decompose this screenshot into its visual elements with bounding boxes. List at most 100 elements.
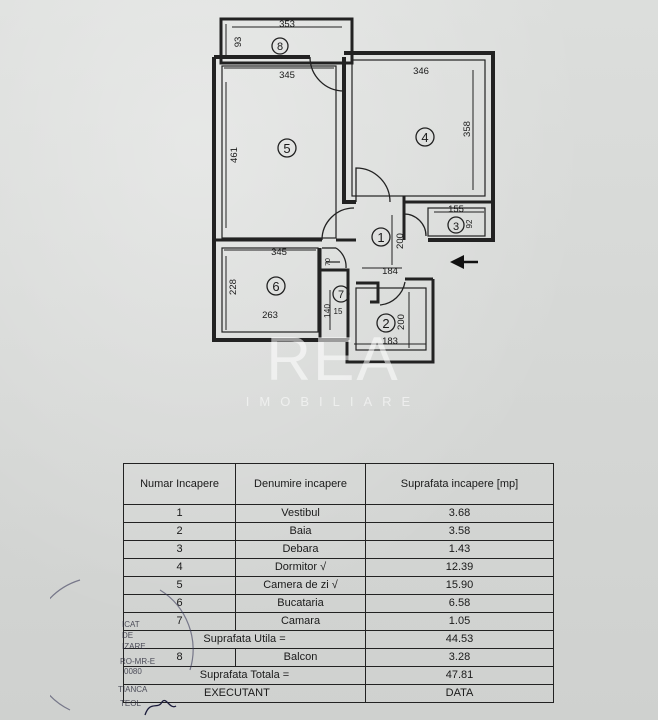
bath-inner [355, 287, 427, 351]
dim-bath-depth: 200 [396, 314, 407, 330]
outer-wall-right [344, 51, 495, 242]
kitchen-inner [221, 247, 319, 333]
useful-area-label: Suprafata Utila = [123, 630, 366, 649]
cell-room-number: 5 [123, 576, 236, 595]
outer-wall-bath [345, 279, 435, 364]
room-marker-6 [266, 276, 286, 296]
dim-closet-small-a: 70 [325, 258, 332, 266]
dim-storage-depth: 92 [465, 219, 474, 228]
room-number-1: 1 [377, 230, 384, 245]
cell-room-number: 2 [123, 522, 236, 541]
total-area-row: Suprafata Totala = 47.81 [123, 666, 554, 685]
cell-room-number: 8 [123, 648, 236, 667]
executant-row: EXECUTANT DATA [123, 684, 554, 703]
dim-storage-width: 155 [448, 204, 464, 215]
cell-room-name: Bucataria [235, 594, 366, 613]
room-marker-7 [332, 285, 350, 303]
useful-area-row: Suprafata Utila = 44.53 [123, 630, 554, 649]
room-number-6: 6 [272, 279, 279, 294]
closet-walls [320, 268, 350, 340]
table-row: 4 Dormitor √ 12.39 [123, 558, 554, 577]
door-arc-kitchen [335, 247, 347, 269]
room-marker-2 [376, 313, 396, 333]
dim-living-width: 345 [279, 70, 295, 81]
date-label: DATA [365, 684, 554, 703]
living-room-inner [221, 65, 337, 239]
cell-room-number: 6 [123, 594, 236, 613]
dim-hall-width: 184 [382, 266, 398, 277]
table-row: 5 Camera de zi √ 15.90 [123, 576, 554, 595]
room-marker-4 [415, 127, 435, 147]
cell-room-name: Debara [235, 540, 366, 559]
total-area-label: Suprafata Totala = [123, 666, 366, 685]
cell-room-area: 1.05 [365, 612, 554, 631]
cell-room-area: 6.58 [365, 594, 554, 613]
room-number-5: 5 [283, 141, 290, 156]
bath-walls [356, 281, 380, 304]
cell-room-area: 3.58 [365, 522, 554, 541]
room-marker-3 [447, 216, 465, 234]
cell-room-name: Camera de zi √ [235, 576, 366, 595]
dim-closet-small-b: 15 [334, 307, 343, 316]
dim-bath-width: 183 [382, 336, 398, 347]
cell-room-area: 3.68 [365, 504, 554, 523]
cell-room-number: 7 [123, 612, 236, 631]
door-arc-living [321, 207, 355, 241]
room-number-3: 3 [453, 221, 459, 233]
total-area-value: 47.81 [365, 666, 554, 685]
cell-room-number: 1 [123, 504, 236, 523]
cell-room-number: 4 [123, 558, 236, 577]
cell-room-number: 3 [123, 540, 236, 559]
executant-label: EXECUTANT [123, 684, 366, 703]
dimension-lines-horizontal [224, 26, 484, 345]
table-row: 6 Bucataria 6.58 [123, 594, 554, 613]
door-arc-balcony [309, 56, 345, 92]
room-number-7: 7 [338, 289, 344, 301]
dimension-lines-vertical [225, 24, 474, 348]
dim-living-depth: 461 [229, 147, 240, 163]
cell-room-name: Camara [235, 612, 366, 631]
cell-room-name: Baia [235, 522, 366, 541]
room-number-4: 4 [421, 130, 428, 145]
floor-plan: 353 93 345 461 346 358 155 92 200 184 34… [212, 17, 495, 364]
room-number-2: 2 [382, 316, 389, 331]
balcony-outline [219, 17, 354, 65]
table-header-row: Numar Incapere Denumire incapere Suprafa… [123, 463, 554, 505]
header-room-area: Suprafata incapere [mp] [365, 463, 554, 505]
dim-kitchen-width-top: 345 [271, 247, 287, 258]
dim-kitchen-depth: 228 [228, 279, 239, 295]
table-row: 8 Balcon 3.28 [123, 648, 554, 667]
dim-balcony-depth: 93 [233, 37, 244, 48]
door-arc-bath [379, 281, 406, 306]
wall-living-bedroom [342, 57, 356, 204]
table-row: 1 Vestibul 3.68 [123, 504, 554, 523]
cell-room-area: 1.43 [365, 540, 554, 559]
dim-bedroom-width: 346 [413, 66, 429, 77]
cell-room-area: 15.90 [365, 576, 554, 595]
dim-balcony-width: 353 [279, 19, 295, 30]
useful-area-value: 44.53 [365, 630, 554, 649]
dim-closet-depth: 140 [322, 304, 332, 318]
dim-kitchen-width-bottom: 263 [262, 310, 278, 321]
storage-inner [427, 207, 486, 237]
cell-room-name: Vestibul [235, 504, 366, 523]
room-marker-5 [277, 138, 297, 158]
room-marker-8 [271, 37, 289, 55]
cell-room-area: 12.39 [365, 558, 554, 577]
outer-wall-left [212, 57, 347, 342]
table-row: 3 Debara 1.43 [123, 540, 554, 559]
room-marker-1 [371, 227, 391, 247]
door-arc-storage [403, 213, 427, 237]
cell-room-area: 3.28 [365, 648, 554, 667]
header-room-name: Denumire incapere [235, 463, 366, 505]
table-row: 7 Camara 1.05 [123, 612, 554, 631]
room-number-8: 8 [277, 41, 283, 53]
table-row: 2 Baia 3.58 [123, 522, 554, 541]
dim-bedroom-depth: 358 [462, 121, 473, 137]
entrance-arrow-icon [450, 255, 478, 269]
cell-room-name: Balcon [235, 648, 366, 667]
cell-room-name: Dormitor √ [235, 558, 366, 577]
header-room-number: Numar Incapere [123, 463, 236, 505]
door-arc-bedroom [355, 167, 391, 203]
dim-hall-depth: 200 [395, 233, 406, 249]
